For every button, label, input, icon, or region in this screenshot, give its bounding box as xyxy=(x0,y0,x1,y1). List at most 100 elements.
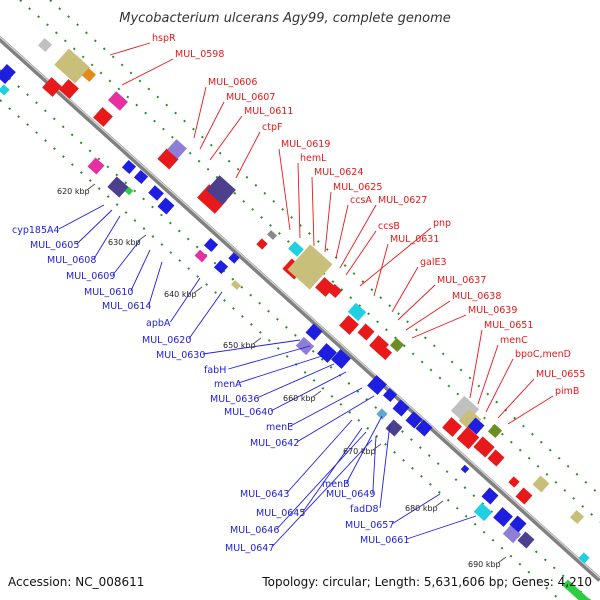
tick-mark xyxy=(193,286,203,294)
gene-feature xyxy=(231,280,241,290)
gene-feature xyxy=(367,375,387,395)
forward-gene-leader-line xyxy=(339,204,377,269)
gene-feature xyxy=(305,323,323,341)
forward-gene-label: MUL_0607 xyxy=(226,92,275,103)
genome-backbone-highlight xyxy=(0,36,600,579)
gene-feature xyxy=(0,84,10,96)
gene-feature xyxy=(481,487,499,505)
gene-feature xyxy=(405,411,423,429)
gene-feature xyxy=(148,185,164,201)
gene-feature xyxy=(0,64,16,84)
gene-feature xyxy=(157,148,179,170)
forward-gene-label: ccsA xyxy=(350,195,372,206)
forward-gene-leader-line xyxy=(311,176,315,247)
forward-gene-label: pnp xyxy=(433,218,451,229)
forward-gene-leader-line xyxy=(507,395,554,425)
gene-feature xyxy=(382,387,398,403)
forward-gene-leader-line xyxy=(121,58,174,86)
forward-gene-label: MUL_0651 xyxy=(484,320,533,331)
gene-feature xyxy=(502,524,522,544)
gene-feature xyxy=(562,579,598,600)
tick-mark xyxy=(312,390,322,398)
forward-gene-leader-line xyxy=(335,204,349,259)
genome-backbone xyxy=(0,35,600,582)
gene-feature xyxy=(515,487,533,505)
gene-features xyxy=(0,37,598,600)
forward-gene-label: MUL_0598 xyxy=(175,49,224,60)
gene-feature xyxy=(107,176,129,198)
accession-text: Accession: NC_008611 xyxy=(8,575,144,589)
reverse-gene-label: fadD8 xyxy=(350,504,379,515)
reverse-gene-label: MUL_0608 xyxy=(47,255,96,266)
gene-feature xyxy=(442,417,462,437)
reverse-gene-label: cyp185A4 xyxy=(12,225,60,236)
gene-feature xyxy=(376,408,388,420)
gene-feature xyxy=(460,464,470,474)
forward-gene-leader-line xyxy=(199,101,225,150)
reverse-gene-leader-line xyxy=(238,355,323,384)
reverse-gene-label: menA xyxy=(214,379,242,390)
reverse-gene-label: MUL_0657 xyxy=(345,520,394,531)
gene-feature xyxy=(267,230,277,240)
reverse-gene-leader-line xyxy=(271,439,373,548)
gene-feature xyxy=(87,157,105,175)
gene-feature xyxy=(157,197,175,215)
reverse-gene-label: MUL_0620 xyxy=(142,335,191,346)
gene-feature xyxy=(256,238,268,250)
forward-gene-label: ccsB xyxy=(378,221,400,232)
gene-feature xyxy=(108,91,128,111)
forward-gene-leader-line xyxy=(324,191,332,253)
forward-gene-label: MUL_0611 xyxy=(244,106,293,117)
forward-gene-label: ctpF xyxy=(262,122,282,133)
gene-feature xyxy=(206,175,236,205)
tick-mark xyxy=(434,500,444,508)
reverse-gene-label: MUL_0661 xyxy=(360,535,409,546)
reverse-gene-label: apbA xyxy=(146,318,171,329)
gene-feature xyxy=(508,476,520,488)
gene-feature xyxy=(54,48,90,84)
track-guide-inner-1 xyxy=(0,99,561,600)
reverse-gene-label: menB xyxy=(322,479,350,490)
reverse-gene-leader-line xyxy=(170,277,201,323)
track-guide-inner-2 xyxy=(0,69,591,600)
gene-feature xyxy=(121,159,137,175)
gene-feature xyxy=(467,417,485,435)
gene-feature xyxy=(377,345,393,361)
reverse-gene-label: MUL_0646 xyxy=(230,525,279,536)
reverse-gene-leader-line xyxy=(391,493,441,525)
forward-gene-leader-line xyxy=(373,243,389,297)
reverse-gene-leader-line xyxy=(112,239,141,276)
reverse-gene-label: MUL_0647 xyxy=(225,543,274,554)
gene-feature xyxy=(509,515,527,533)
reverse-gene-label: MUL_0610 xyxy=(84,287,133,298)
reverse-gene-leader-line xyxy=(148,261,163,306)
forward-gene-leader-line xyxy=(411,314,467,339)
reverse-gene-label: MUL_0614 xyxy=(102,301,151,312)
forward-gene-leader-line xyxy=(359,227,432,287)
map-title: Mycobacterium ulcerans Agy99, complete g… xyxy=(119,11,451,26)
position-tick-label: 640 kbp xyxy=(164,290,197,299)
reverse-gene-leader-line xyxy=(58,204,105,230)
forward-gene-leader-line xyxy=(485,358,514,413)
reverse-gene-label: fabH xyxy=(204,365,226,376)
gene-feature xyxy=(213,259,229,275)
gene-feature xyxy=(578,552,590,564)
forward-gene-label: MUL_0637 xyxy=(437,275,486,286)
reverse-gene-leader-line xyxy=(379,423,391,509)
forward-gene-leader-line xyxy=(278,148,291,231)
reverse-gene-leader-line xyxy=(276,431,367,530)
reverse-gene-label: menE xyxy=(266,422,293,433)
forward-gene-leader-line xyxy=(193,86,207,139)
gene-feature xyxy=(339,315,359,335)
gene-feature xyxy=(389,337,405,353)
gene-feature xyxy=(42,77,62,97)
forward-gene-label: hspR xyxy=(152,33,176,44)
tick-mark xyxy=(497,556,507,564)
reverse-gene-leader-line xyxy=(93,215,121,260)
forward-gene-label: hemL xyxy=(300,153,327,164)
forward-gene-label: bpoC,menD xyxy=(515,349,571,360)
forward-gene-label: MUL_0625 xyxy=(333,182,382,193)
reverse-gene-leader-line xyxy=(130,249,151,292)
